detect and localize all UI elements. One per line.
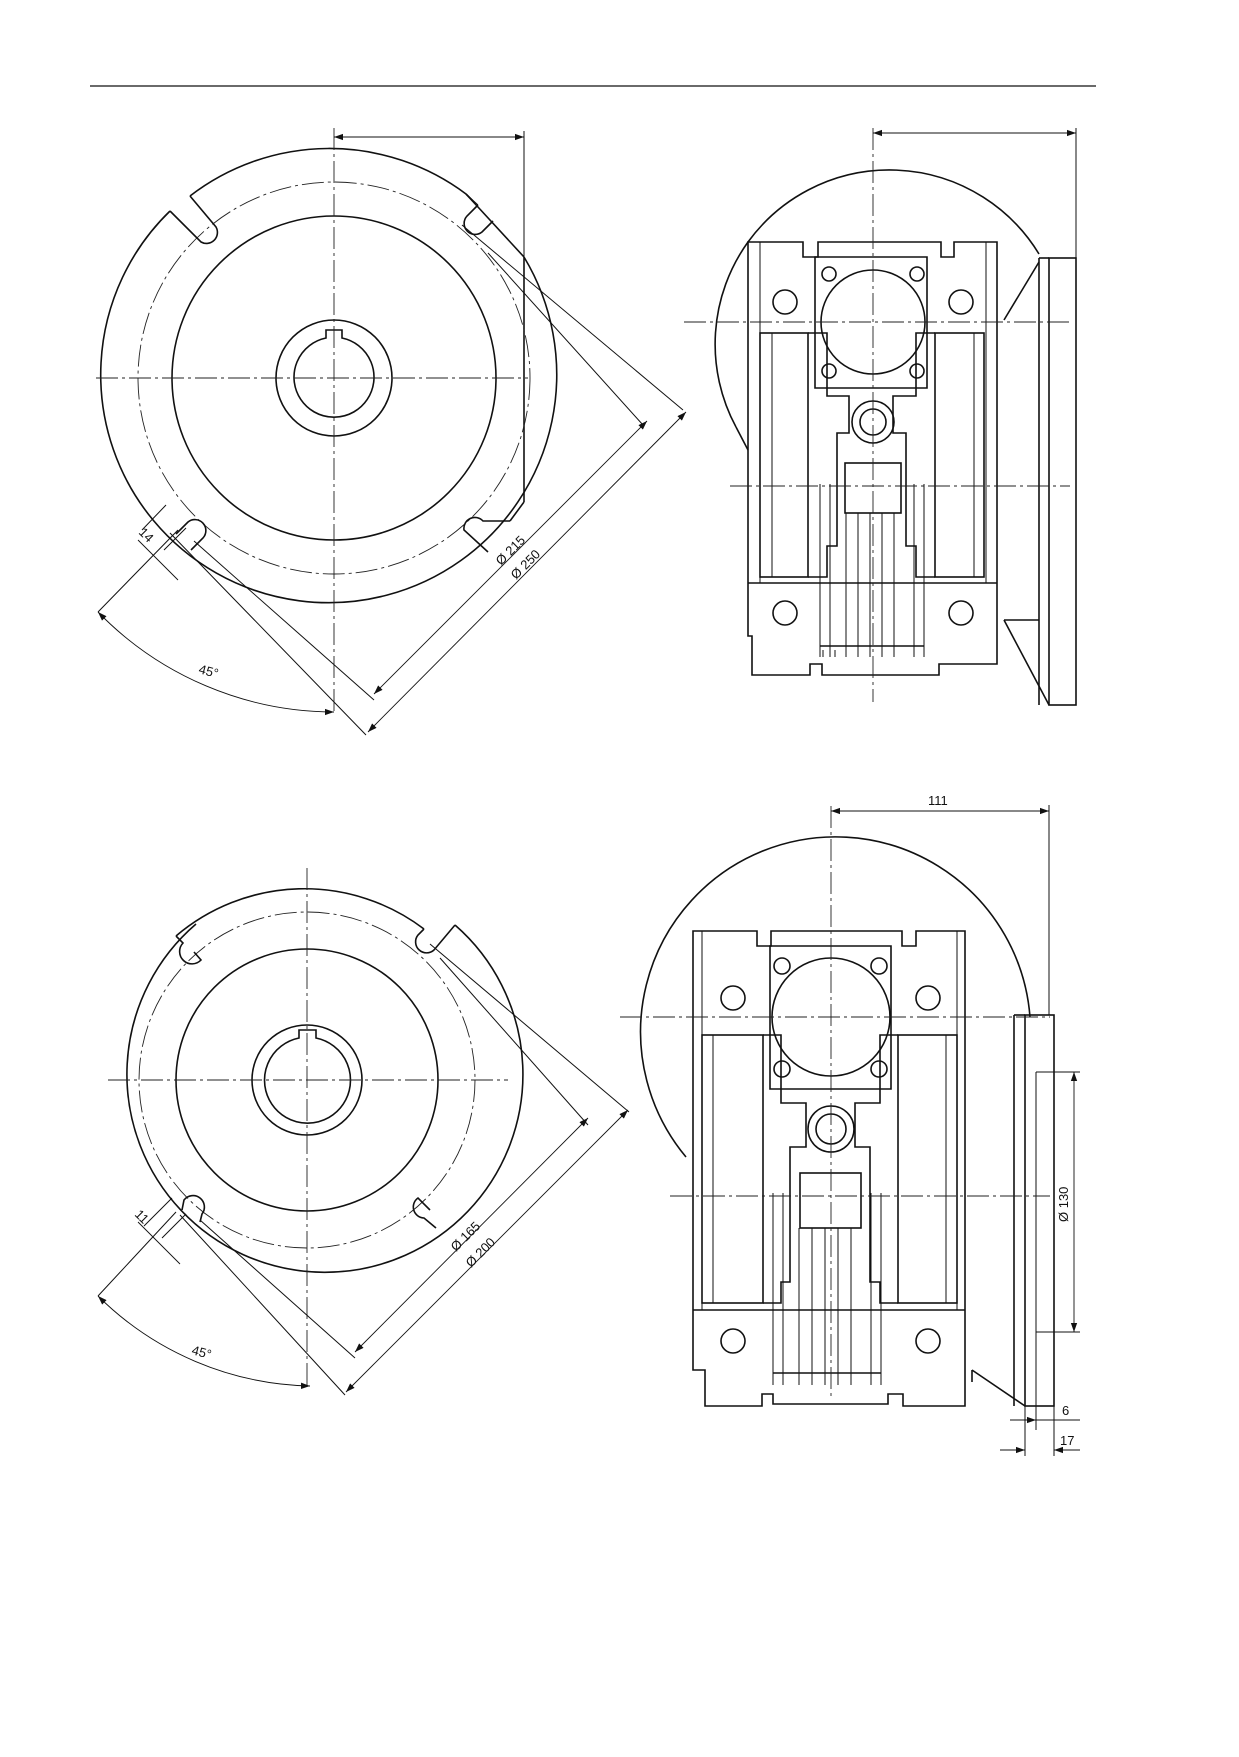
slot-2-top-right <box>414 924 456 954</box>
flange-front-view-1: Ø 215 Ø 250 14 45° <box>96 128 687 736</box>
slot-top-right <box>463 193 494 236</box>
slot-2-bottom-left <box>181 1194 206 1223</box>
dim-flange-thickness: 17 <box>1060 1433 1074 1448</box>
slot-2-top-left <box>175 935 203 965</box>
gearbox-side-view-1 <box>684 128 1077 706</box>
slot-bottom-left <box>175 518 207 551</box>
slot-2-bottom-right <box>412 1196 437 1229</box>
dim-slot-width-1: 14 <box>136 525 157 546</box>
flange-front-view-2: Ø 165 Ø 200 11 45° <box>97 868 630 1396</box>
dim-slot-width-2: 11 <box>132 1207 152 1227</box>
dim-offset: 111 <box>928 793 948 808</box>
dim-spigot-depth: 6 <box>1062 1403 1069 1418</box>
slot-top-left <box>169 195 219 245</box>
dim-spigot-diameter: Ø 130 <box>1056 1187 1071 1222</box>
dim-angle-2: 45° <box>190 1342 213 1362</box>
dim-angle-1: 45° <box>197 661 220 681</box>
gearbox-side-view-2: 111 Ø 130 6 17 <box>620 793 1080 1456</box>
